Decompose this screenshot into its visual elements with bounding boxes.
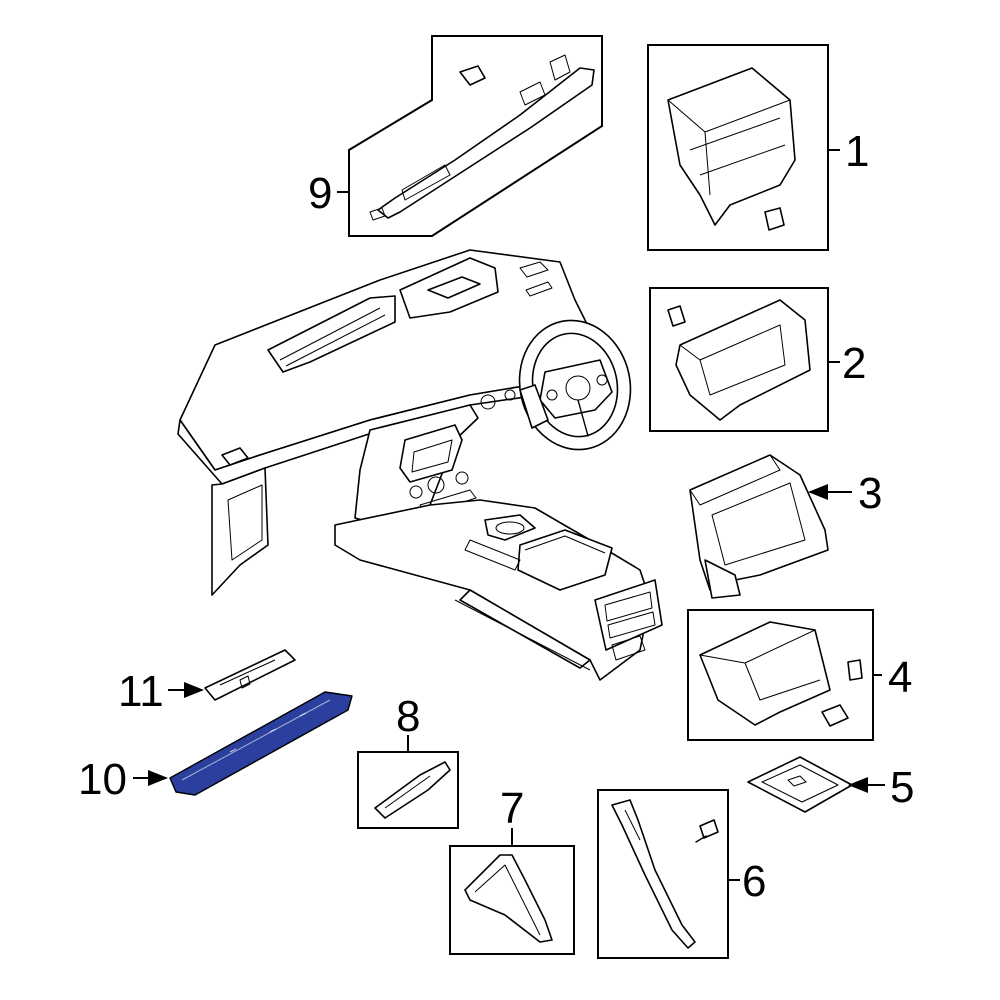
- part-3-box-housing: [689, 454, 829, 591]
- callout-9: 9: [308, 169, 332, 218]
- part-11-group: [204, 649, 296, 701]
- leader-lines: [133, 149, 885, 881]
- callout-7: 7: [500, 784, 524, 833]
- callout-10: 10: [78, 755, 127, 804]
- callout-labels: 1 2 3 4 5 6 7 8 9 10 11: [78, 127, 914, 906]
- callout-3: 3: [858, 469, 882, 518]
- part-8-group: [357, 751, 459, 829]
- part-7-trim: [464, 854, 553, 943]
- callout-4: 4: [888, 653, 912, 702]
- part-1-group: [647, 44, 829, 251]
- part-6-trim-panel: [611, 799, 696, 949]
- part-10-trim-highlighted: [169, 691, 353, 796]
- part-4-group: [687, 609, 874, 741]
- part-5-group: [747, 756, 853, 813]
- part-6-group: [597, 789, 729, 959]
- part-3-group: [689, 454, 829, 599]
- part-6-clip: [699, 819, 719, 839]
- part-9-bracket: [377, 67, 595, 219]
- dashboard-assembly: [177, 249, 663, 681]
- part-9-box: [348, 35, 603, 237]
- part-1-housing: [667, 67, 796, 226]
- part-9-group: [348, 35, 603, 237]
- part-2-box: [649, 287, 829, 432]
- callout-11: 11: [118, 667, 164, 716]
- part-7-group: [449, 845, 575, 955]
- part-2-frame: [675, 299, 811, 421]
- part-8-trim: [374, 761, 451, 819]
- part-10-group: [169, 691, 353, 796]
- callout-6: 6: [742, 857, 766, 906]
- callout-5: 5: [890, 763, 914, 812]
- part-11-bracket: [204, 649, 296, 701]
- callout-8: 8: [396, 692, 420, 741]
- part-6-box: [597, 789, 729, 959]
- callout-2: 2: [842, 339, 866, 388]
- callout-1: 1: [845, 127, 869, 176]
- part-1-box: [647, 44, 829, 251]
- part-2-group: [649, 287, 829, 432]
- part-4-glovebox: [699, 621, 831, 726]
